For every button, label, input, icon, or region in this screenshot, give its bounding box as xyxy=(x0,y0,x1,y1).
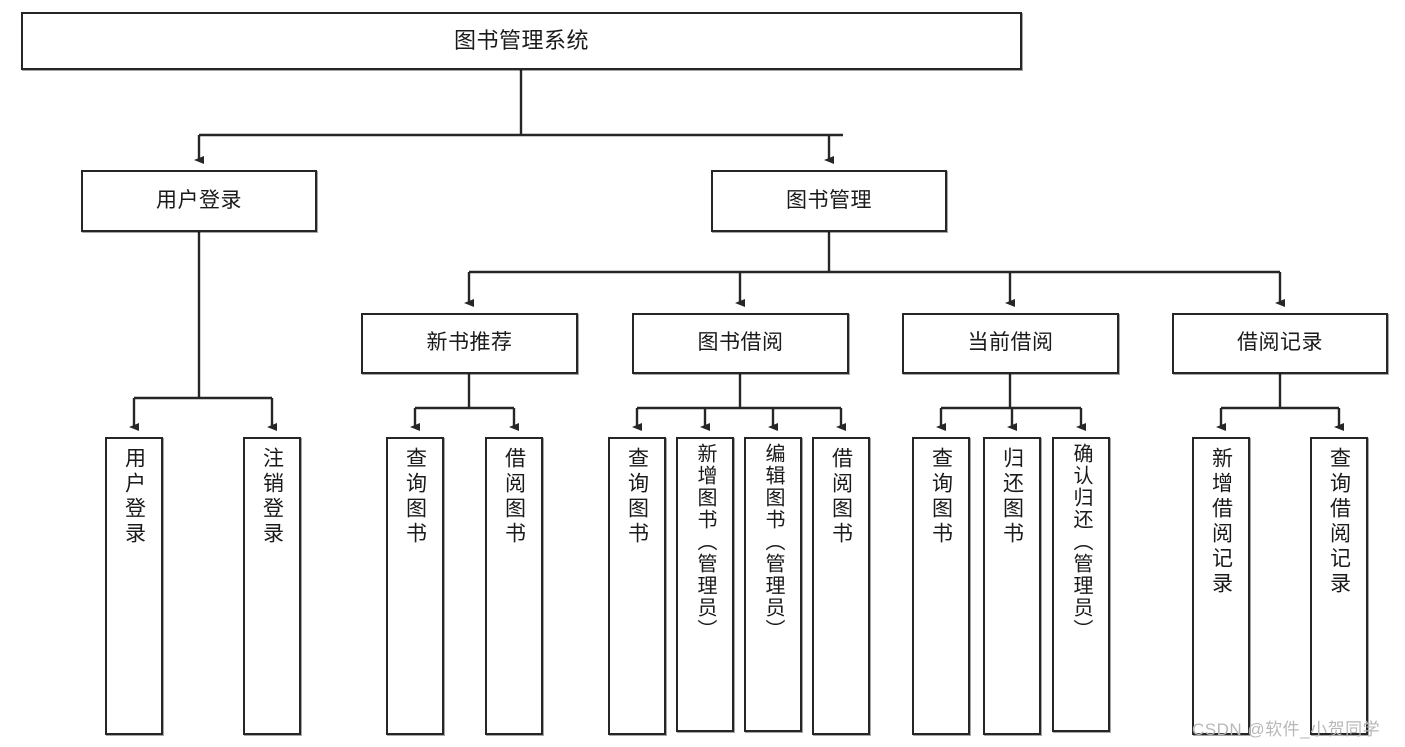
node-leaf-query-record[interactable]: 查询借阅记录 xyxy=(1310,437,1368,735)
node-leaf-user-login[interactable]: 用户登录 xyxy=(105,437,163,735)
node-root-label: 图书管理系统 xyxy=(453,28,589,54)
node-leaf-add-record-label: 新增借阅记录 xyxy=(1209,447,1233,597)
node-new-book-rec-label: 新书推荐 xyxy=(426,331,513,355)
node-borrow-record[interactable]: 借阅记录 xyxy=(1172,313,1388,374)
node-leaf-borrow-book-label: 借阅图书 xyxy=(829,447,853,547)
node-leaf-borrow-book[interactable]: 借阅图书 xyxy=(812,437,870,735)
node-leaf-borrow-book-rec-label: 借阅图书 xyxy=(502,447,526,547)
node-root[interactable]: 图书管理系统 xyxy=(21,12,1022,70)
node-leaf-add-record[interactable]: 新增借阅记录 xyxy=(1192,437,1250,735)
node-leaf-edit-book-label: 编辑图书（管理员） xyxy=(762,443,784,641)
node-leaf-return-book[interactable]: 归还图书 xyxy=(983,437,1041,735)
node-leaf-query-book-label: 查询图书 xyxy=(625,447,649,547)
node-leaf-confirm-return-label: 确认归还（管理员） xyxy=(1070,443,1092,641)
node-leaf-add-book-label: 新增图书（管理员） xyxy=(694,443,716,641)
node-leaf-borrow-book-rec[interactable]: 借阅图书 xyxy=(485,437,543,735)
node-leaf-logout[interactable]: 注销登录 xyxy=(243,437,301,735)
node-current-borrow-label: 当前借阅 xyxy=(967,331,1054,355)
node-leaf-add-book[interactable]: 新增图书（管理员） xyxy=(676,437,734,732)
node-leaf-user-login-label: 用户登录 xyxy=(122,447,146,547)
node-book-manage[interactable]: 图书管理 xyxy=(711,170,947,232)
node-borrow-record-label: 借阅记录 xyxy=(1237,331,1323,355)
watermark-text: CSDN @软件_小贺同学 xyxy=(1192,720,1381,739)
node-new-book-rec[interactable]: 新书推荐 xyxy=(361,313,578,374)
node-leaf-query-book-rec[interactable]: 查询图书 xyxy=(386,437,444,735)
node-book-manage-label: 图书管理 xyxy=(786,188,872,212)
node-leaf-query-book-rec-label: 查询图书 xyxy=(403,447,427,547)
node-user-login[interactable]: 用户登录 xyxy=(81,170,317,232)
node-leaf-query-book[interactable]: 查询图书 xyxy=(608,437,666,735)
node-leaf-confirm-return[interactable]: 确认归还（管理员） xyxy=(1052,437,1110,732)
node-user-login-label: 用户登录 xyxy=(156,188,242,212)
node-leaf-query-book-cur-label: 查询图书 xyxy=(929,447,953,547)
node-leaf-logout-label: 注销登录 xyxy=(260,447,284,547)
node-leaf-query-record-label: 查询借阅记录 xyxy=(1327,447,1351,597)
node-leaf-edit-book[interactable]: 编辑图书（管理员） xyxy=(744,437,802,732)
node-leaf-query-book-cur[interactable]: 查询图书 xyxy=(912,437,970,735)
node-book-borrow[interactable]: 图书借阅 xyxy=(632,313,849,374)
node-book-borrow-label: 图书借阅 xyxy=(697,331,784,355)
node-current-borrow[interactable]: 当前借阅 xyxy=(902,313,1119,374)
node-leaf-return-book-label: 归还图书 xyxy=(1000,447,1024,547)
